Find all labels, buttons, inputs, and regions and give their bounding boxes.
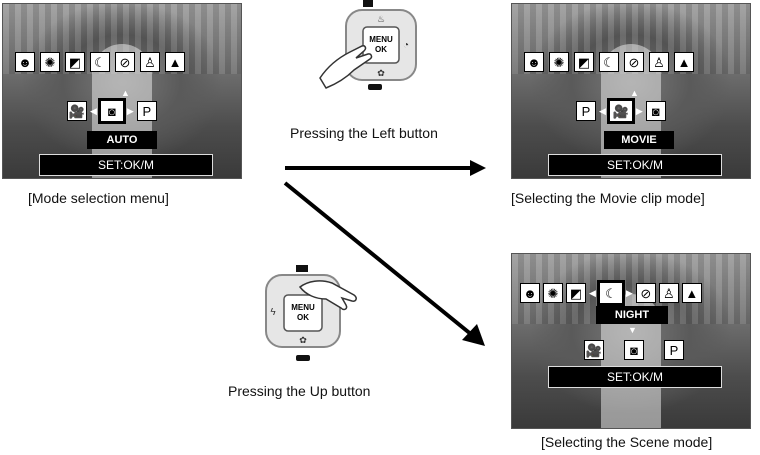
svg-text:ϟ: ϟ <box>270 307 276 318</box>
right-arrow-icon: ▶ <box>126 105 134 116</box>
program-icon: P <box>664 340 684 360</box>
dial-ok-label: OK <box>297 313 309 322</box>
scene-mode-screen: ☻ ✺ ◩ ◀ ☾ ▶ ⊘ ♙ ▲ NIGHT ▼ 🎥 ◙ P SET:OK/M <box>511 253 751 429</box>
backlight-icon: ◩ <box>65 52 85 72</box>
caption-movie-mode: [Selecting the Movie clip mode] <box>511 190 705 206</box>
left-arrow-icon: ◀ <box>589 287 596 298</box>
program-icon: P <box>576 101 596 121</box>
arrow-to-movie <box>285 160 486 176</box>
night-icon: ☾ <box>599 52 619 72</box>
left-arrow-icon: ◀ <box>90 105 97 116</box>
camera-icon: ◙ <box>97 98 126 124</box>
person-icon: ♙ <box>649 52 669 72</box>
movie-icon: 🎥 <box>584 340 604 360</box>
left-arrow-icon: ◀ <box>599 105 606 116</box>
scene-icon-row: ☻ ✺ ◩ ☾ ⊘ ♙ ▲ <box>15 52 185 72</box>
backlight-icon: ◩ <box>566 283 586 303</box>
control-dial-left: MENU OK ♨ ◔ ✿ <box>316 0 426 92</box>
mode-row: 🎥 ◀ ◙ ▶ P <box>67 98 157 124</box>
svg-text:✿: ✿ <box>299 335 307 345</box>
sport-icon: ⊘ <box>635 283 656 303</box>
caption-mode-menu: [Mode selection menu] <box>28 190 169 206</box>
right-arrow-icon: ▶ <box>625 287 633 298</box>
program-icon: P <box>136 101 157 121</box>
svg-text:◔: ◔ <box>403 40 409 51</box>
night-icon: ☾ <box>90 52 110 72</box>
mode-row: 🎥 ◙ P <box>584 340 684 360</box>
movie-icon: 🎥 <box>67 101 87 121</box>
mode-label: NIGHT <box>596 306 668 324</box>
mode-selection-screen: ☻ ✺ ◩ ☾ ⊘ ♙ ▲ ▲ 🎥 ◀ ◙ ▶ P AUTO SET:OK/M <box>2 3 242 179</box>
portrait-icon: ☻ <box>520 283 540 303</box>
sport-icon: ⊘ <box>115 52 135 72</box>
right-arrow-icon: ▶ <box>635 105 643 116</box>
dial-graphic: MENU OK ♨ ◔ ✿ <box>319 0 417 90</box>
mode-row: P ◀ 🎥 ▶ ◙ <box>576 98 666 124</box>
firework-icon: ✺ <box>543 283 563 303</box>
caption-scene-mode: [Selecting the Scene mode] <box>541 434 713 450</box>
set-bar: SET:OK/M <box>548 154 722 176</box>
movie-mode-screen: ☻ ✺ ◩ ☾ ⊘ ♙ ▲ ▲ P ◀ 🎥 ▶ ◙ MOVIE SET:OK/M <box>511 3 751 179</box>
firework-icon: ✺ <box>40 52 60 72</box>
backlight-icon: ◩ <box>574 52 594 72</box>
caption-left-button: Pressing the Left button <box>290 125 438 141</box>
portrait-icon: ☻ <box>15 52 35 72</box>
up-arrow-icon: ▲ <box>630 88 639 98</box>
firework-icon: ✺ <box>549 52 569 72</box>
down-arrow-icon: ▼ <box>628 325 637 335</box>
dial-menu-label: MENU <box>291 303 315 312</box>
dial-graphic: MENU OK ϟ ✿ <box>265 265 357 361</box>
set-bar: SET:OK/M <box>548 366 722 388</box>
night-icon: ☾ <box>596 280 625 306</box>
sport-icon: ⊘ <box>624 52 644 72</box>
landscape-icon: ▲ <box>681 283 702 303</box>
mode-label: AUTO <box>87 131 157 149</box>
camera-icon: ◙ <box>624 340 644 360</box>
control-dial-up: MENU OK ϟ ✿ <box>258 265 368 365</box>
portrait-icon: ☻ <box>524 52 544 72</box>
svg-text:✿: ✿ <box>377 68 385 78</box>
caption-up-button: Pressing the Up button <box>228 383 371 399</box>
up-arrow-icon: ▲ <box>121 88 130 98</box>
landscape-icon: ▲ <box>674 52 694 72</box>
landscape-icon: ▲ <box>165 52 185 72</box>
person-icon: ♙ <box>140 52 160 72</box>
scene-icon-row: ☻ ✺ ◩ ◀ ☾ ▶ ⊘ ♙ ▲ <box>520 280 702 306</box>
svg-text:♨: ♨ <box>377 14 385 24</box>
camera-icon: ◙ <box>645 101 666 121</box>
dial-menu-label: MENU <box>369 35 393 44</box>
scene-icon-row: ☻ ✺ ◩ ☾ ⊘ ♙ ▲ <box>524 52 694 72</box>
dial-ok-label: OK <box>375 45 387 54</box>
movie-icon: 🎥 <box>606 98 635 124</box>
mode-label: MOVIE <box>604 131 674 149</box>
set-bar: SET:OK/M <box>39 154 213 176</box>
person-icon: ♙ <box>658 283 679 303</box>
